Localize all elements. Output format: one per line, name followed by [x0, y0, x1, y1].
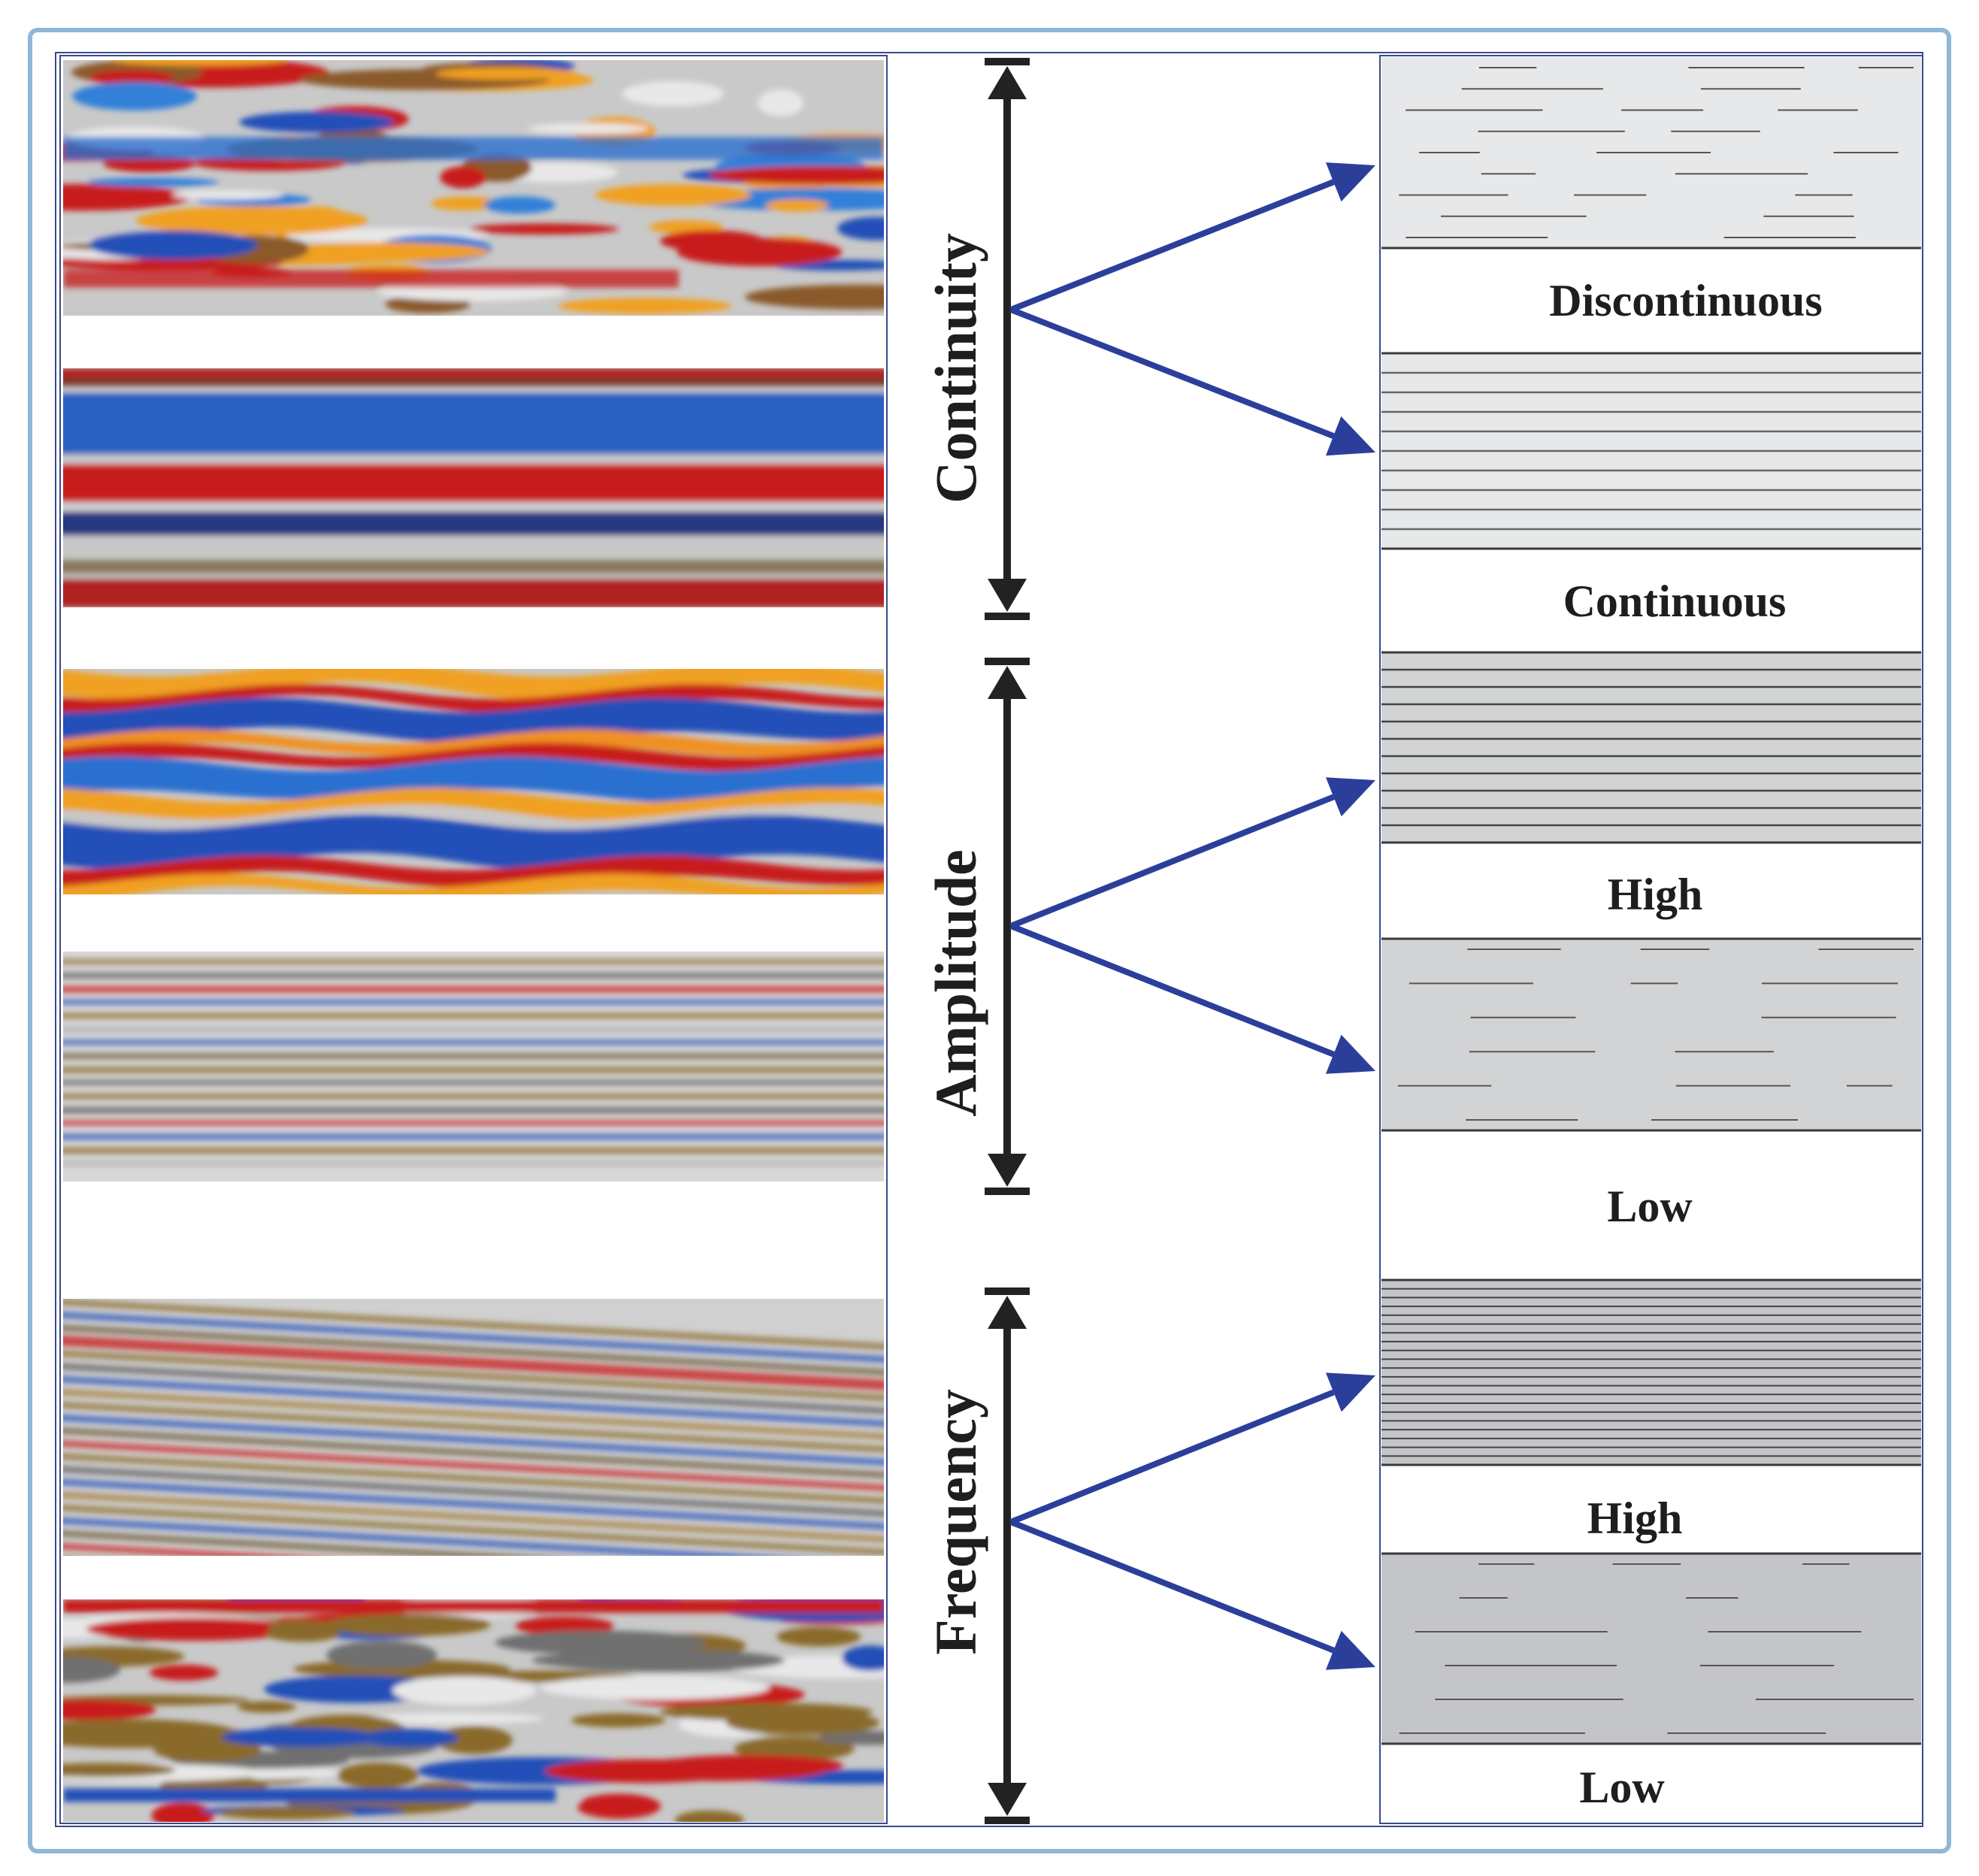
class-label-amplitude-high: High [1608, 870, 1703, 919]
seismic-section-high-frequency [63, 1299, 884, 1556]
axis-continuity [985, 58, 1030, 620]
pointer-arrow-line [1009, 794, 1335, 929]
pointer-arrow-head [1325, 1034, 1375, 1074]
axis-label-continuity: Continuity [923, 233, 988, 504]
pattern-fill [1381, 939, 1921, 1130]
pointer-arrow-line [1009, 1389, 1335, 1525]
seismic-section-high-amplitude [63, 669, 884, 894]
pointer-arrow-head [1325, 1630, 1375, 1670]
axis-arrowhead-up [988, 666, 1027, 699]
axis-label-amplitude: Amplitude [923, 849, 988, 1116]
class-label-frequency-high: High [1587, 1493, 1683, 1543]
pattern-block-continuity-continuous [1381, 353, 1921, 549]
class-label-continuous: Continuous [1563, 576, 1787, 626]
axis-arrowhead-down [988, 579, 1027, 612]
seismic-panel-border [59, 55, 888, 1824]
pattern-fill [1381, 1280, 1921, 1465]
axis-arrowhead-up [988, 1296, 1027, 1329]
axis-arrowhead-down [988, 1783, 1027, 1816]
seismic-section-discontinuous [63, 60, 884, 316]
axis-arrowhead-up [988, 66, 1027, 99]
pointer-arrow-head [1325, 416, 1375, 456]
pattern-fill [1381, 652, 1921, 843]
pattern-block-frequency-low [1381, 1554, 1921, 1744]
class-label-amplitude-low: Low [1607, 1182, 1693, 1231]
attribute-axes [985, 58, 1375, 1824]
class-label-frequency-low: Low [1579, 1763, 1665, 1812]
class-label-discontinuous: Discontinuous [1549, 276, 1822, 325]
axis-label-frequency: Frequency [923, 1389, 988, 1655]
seismic-section-low-amplitude [63, 952, 884, 1182]
seismic-sections [63, 60, 884, 1822]
pointer-arrow-head [1325, 777, 1375, 817]
pointer-arrow-line [1009, 923, 1335, 1058]
pointer-arrow-head [1325, 162, 1375, 202]
axis-arrowhead-down [988, 1154, 1027, 1187]
pointer-arrow-head [1325, 1372, 1375, 1412]
pointer-arrow-line [1009, 1519, 1335, 1654]
pattern-block-frequency-high [1381, 1280, 1921, 1465]
seismic-section-low-frequency [63, 1599, 884, 1822]
pointer-arrow-line [1009, 179, 1335, 313]
pattern-block-amplitude-high [1381, 652, 1921, 843]
axis-frequency [985, 1287, 1030, 1824]
pattern-block-continuity-discontinuous [1381, 57, 1921, 248]
pattern-fill [1381, 1554, 1921, 1744]
axis-amplitude [985, 658, 1030, 1195]
pointer-arrow-line [1009, 307, 1335, 439]
seismic-section-continuous [63, 368, 884, 607]
pattern-block-amplitude-low [1381, 939, 1921, 1130]
reflection-pattern-column [1381, 57, 1921, 1745]
